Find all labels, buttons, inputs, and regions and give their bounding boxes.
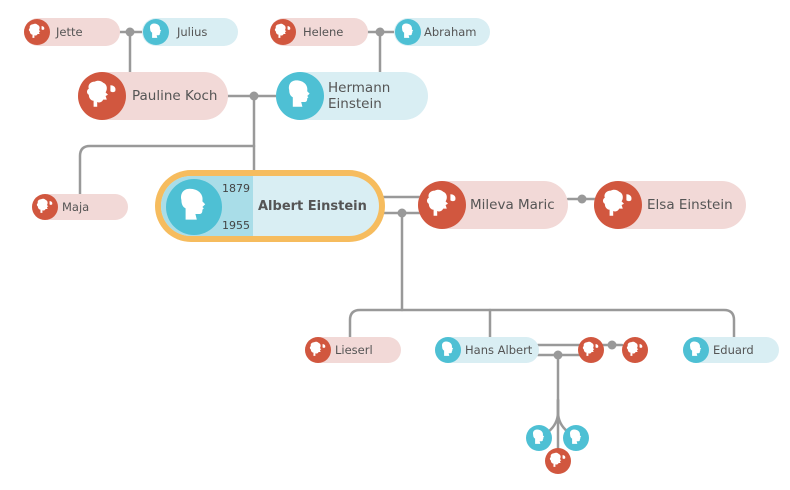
person-name-eduard: Eduard bbox=[713, 343, 754, 357]
person-name-julius: Julius bbox=[177, 25, 208, 39]
female-profile-icon bbox=[78, 72, 126, 120]
person-name-mileva-maric: Mileva Maric bbox=[470, 197, 555, 213]
male-profile-icon[interactable] bbox=[526, 425, 552, 451]
person-name-hermann-line1: Hermann bbox=[328, 80, 391, 96]
female-profile-icon[interactable] bbox=[622, 337, 648, 363]
male-profile-icon bbox=[435, 337, 461, 363]
person-name-hans-albert: Hans Albert bbox=[465, 343, 533, 357]
female-profile-icon bbox=[32, 194, 58, 220]
person-name-hermann-line2: Einstein bbox=[328, 96, 382, 112]
female-profile-icon bbox=[418, 181, 466, 229]
person-name-pauline-koch: Pauline Koch bbox=[132, 88, 218, 104]
person-name-helene: Helene bbox=[303, 25, 344, 39]
female-profile-icon bbox=[594, 181, 642, 229]
male-profile-icon bbox=[276, 72, 324, 120]
male-profile-icon[interactable] bbox=[563, 425, 589, 451]
birth-year: 1879 bbox=[222, 182, 250, 195]
person-name-abraham: Abraham bbox=[424, 25, 477, 39]
person-name-elsa-einstein: Elsa Einstein bbox=[647, 197, 733, 213]
female-profile-icon bbox=[24, 19, 50, 45]
male-profile-icon bbox=[683, 337, 709, 363]
person-name-lieserl: Lieserl bbox=[335, 343, 373, 357]
person-name-jette: Jette bbox=[56, 25, 83, 39]
female-profile-icon[interactable] bbox=[545, 448, 571, 474]
death-year: 1955 bbox=[222, 219, 250, 232]
male-profile-icon bbox=[395, 19, 421, 45]
male-profile-icon bbox=[166, 179, 222, 235]
female-profile-icon[interactable] bbox=[578, 337, 604, 363]
focus-person-name: Albert Einstein bbox=[258, 199, 367, 214]
female-profile-icon bbox=[305, 337, 331, 363]
female-profile-icon bbox=[270, 19, 296, 45]
person-name-maja: Maja bbox=[62, 200, 90, 214]
male-profile-icon bbox=[143, 19, 169, 45]
